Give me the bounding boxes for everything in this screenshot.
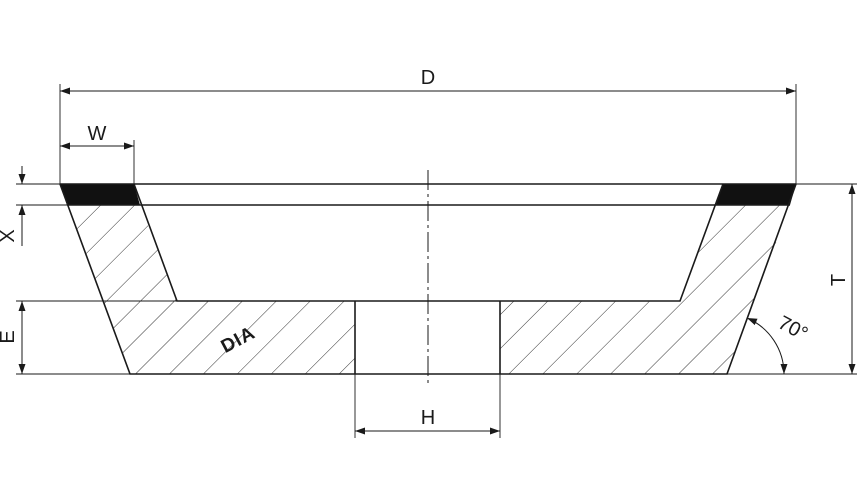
right-wall-section <box>500 205 790 374</box>
label-t: T <box>828 274 850 286</box>
label-angle: 70° <box>774 312 811 346</box>
label-e: E <box>0 330 19 343</box>
label-d: D <box>421 67 435 89</box>
label-w: W <box>88 123 107 145</box>
left-wall-section <box>67 205 355 374</box>
abrasive-layer-left <box>60 184 140 205</box>
label-h: H <box>421 407 435 429</box>
dimension-lines <box>18 87 856 435</box>
label-x: X <box>0 229 19 242</box>
abrasive-layer-right <box>716 184 796 205</box>
angle-arc <box>746 317 788 375</box>
